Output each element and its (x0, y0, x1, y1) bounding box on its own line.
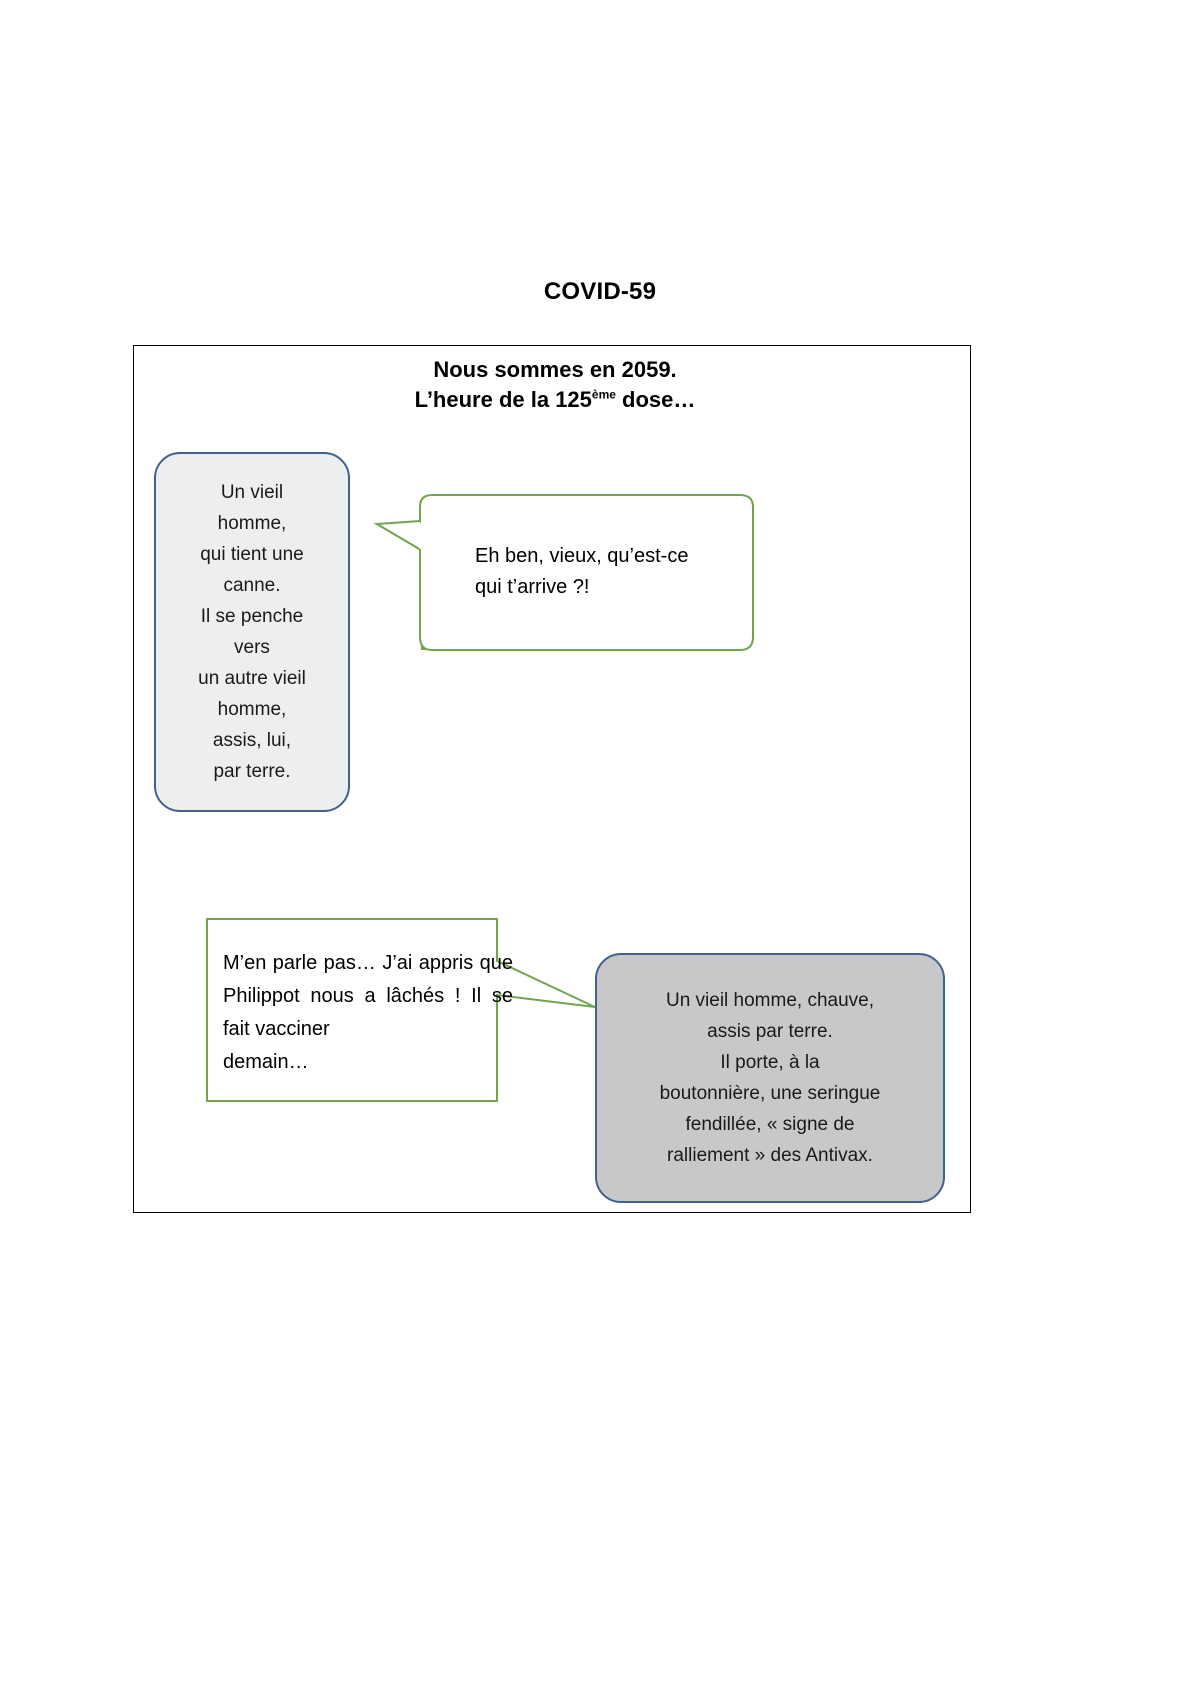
speech-bubble-one-body (419, 494, 754, 651)
description-left-line-3: canne. (223, 575, 281, 596)
speech-bubble-one-shape (373, 494, 754, 651)
speech-bubble-two-text: M’en parle pas… J’ai appris que Philippo… (223, 947, 513, 1079)
caption-block: Nous sommes en 2059. L’heure de la 125èm… (170, 355, 940, 415)
speech-bubble-one-text: Eh ben, vieux, qu’est-ce qui t’arrive ?! (475, 541, 725, 603)
description-left-line-2: qui tient une (200, 544, 304, 565)
caption-line-2: L’heure de la 125ème dose… (170, 385, 940, 415)
description-right-line-2: Il porte, à la (720, 1052, 820, 1073)
caption-ordinal-suffix: ème (591, 387, 616, 402)
description-right-line-3: boutonnière, une seringue (659, 1083, 881, 1104)
speech-one-line-2: qui t’arrive ?! (475, 576, 590, 598)
speech-bubble-one-pointer (373, 520, 422, 551)
description-left-line-1: homme, (217, 513, 287, 534)
description-left-line-5: vers (234, 637, 270, 658)
description-right-line-5: ralliement » des Antivax. (667, 1145, 873, 1166)
description-right-line-0: Un vieil homme, chauve, (665, 990, 875, 1011)
description-left-line-0: Un vieil (220, 482, 284, 503)
description-right-line-4: fendillée, « signe de (685, 1114, 855, 1135)
page-title: COVID-59 (543, 278, 657, 305)
description-left-line-8: assis, lui, (212, 730, 292, 751)
description-box-left: Un vieil homme, qui tient une canne. Il … (154, 452, 350, 812)
speech-bubble-two-shape (206, 918, 596, 1102)
caption-line-2-text: L’heure de la 125 (414, 387, 592, 412)
description-left-line-4: Il se penche (200, 606, 304, 627)
description-left-line-7: homme, (217, 699, 287, 720)
description-left-line-6: un autre vieil (198, 668, 306, 689)
speech-one-line-1: Eh ben, vieux, qu’est-ce (475, 545, 689, 567)
description-right-line-1: assis par terre. (707, 1021, 833, 1042)
description-left-line-9: par terre. (213, 761, 291, 782)
caption-line-2-tail: dose… (615, 387, 696, 412)
description-box-right: Un vieil homme, chauve, assis par terre.… (595, 953, 945, 1203)
speech-bubble-two: M’en parle pas… J’ai appris que Philippo… (205, 917, 596, 1103)
caption-line-1: Nous sommes en 2059. (433, 357, 677, 382)
speech-two-line-2: demain… (223, 1051, 309, 1073)
description-left-text: Un vieil homme, qui tient une canne. Il … (198, 477, 306, 787)
description-right-text: Un vieil homme, chauve, assis par terre.… (660, 985, 881, 1171)
speech-two-line-1: M’en parle pas… J’ai appris que Philippo… (223, 952, 513, 1040)
speech-bubble-one: Eh ben, vieux, qu’est-ce qui t’arrive ?! (365, 493, 755, 658)
